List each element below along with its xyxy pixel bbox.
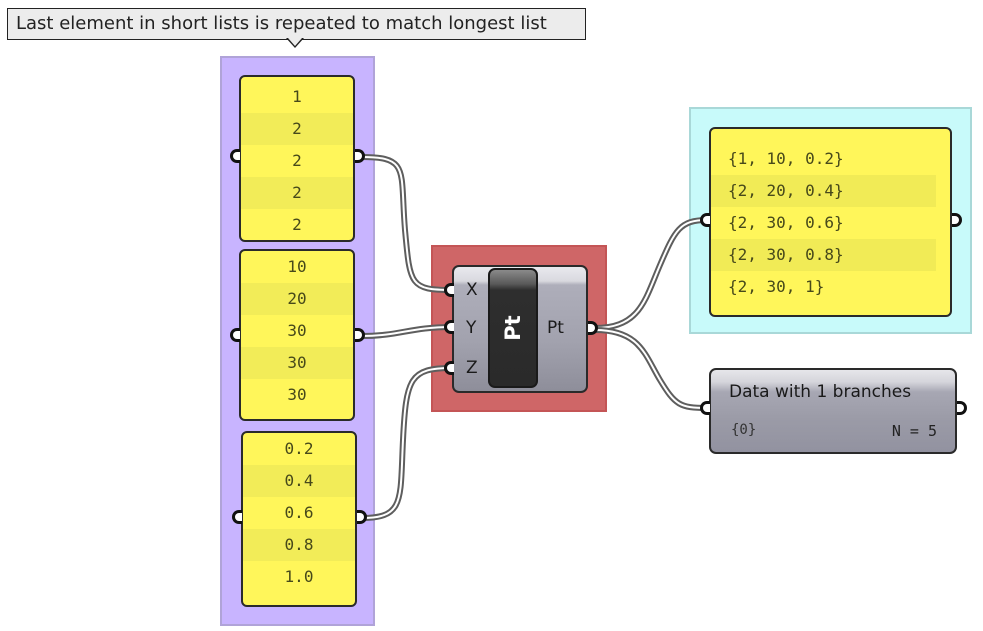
panel-row: 1 [292, 87, 302, 106]
z-values-panel[interactable]: 0.2 0.4 0.6 0.8 1.0 [241, 431, 357, 607]
wire-pt-to-panel[interactable] [592, 217, 710, 331]
panel-row: {2, 30, 0.8} [711, 239, 936, 271]
panel-row: 0.4 [243, 465, 355, 497]
y-panel-input-grip[interactable] [230, 328, 240, 342]
input-z-label[interactable]: Z [466, 358, 478, 378]
branch-path: {0} [731, 422, 757, 438]
input-y-grip[interactable] [444, 320, 454, 334]
wire-pt-to-viewer[interactable] [592, 327, 710, 411]
x-values-panel[interactable]: 1 2 2 2 2 [239, 75, 355, 242]
tooltip: Last element in short lists is repeated … [7, 8, 586, 40]
wire-y[interactable] [359, 324, 455, 339]
param-viewer-title: Data with 1 branches [729, 382, 912, 402]
panel-row: 2 [241, 177, 353, 209]
panel-row: 30 [287, 321, 307, 340]
param-viewer-input-grip[interactable] [700, 401, 710, 415]
param-viewer-output-grip[interactable] [957, 401, 967, 415]
tooltip-arrow-inner [288, 38, 302, 46]
panel-row: {2, 30, 0.6} [728, 213, 844, 232]
input-z-grip[interactable] [444, 361, 454, 375]
wire-z[interactable] [359, 365, 455, 521]
output-panel-input-grip[interactable] [700, 213, 710, 227]
panel-row: {2, 30, 1} [728, 277, 825, 296]
x-panel-input-grip[interactable] [230, 149, 240, 163]
panel-row: 30 [241, 347, 353, 379]
input-x-grip[interactable] [444, 283, 454, 297]
y-values-panel[interactable]: 10 20 30 30 30 [239, 249, 355, 421]
panel-row: 0.8 [243, 529, 355, 561]
component-name: Pt [501, 315, 525, 341]
branch-count: N = 5 [891, 422, 937, 440]
panel-row: {2, 20, 0.4} [711, 175, 936, 207]
panel-row: {1, 10, 0.2} [728, 149, 844, 168]
component-name-block[interactable]: Pt [488, 268, 538, 388]
panel-row: 0.2 [284, 439, 314, 458]
input-x-label[interactable]: X [466, 280, 478, 300]
points-output-panel[interactable]: {1, 10, 0.2} {2, 20, 0.4} {2, 30, 0.6} {… [709, 127, 952, 317]
input-y-label[interactable]: Y [466, 318, 477, 338]
param-viewer[interactable]: Data with 1 branches {0} N = 5 [709, 368, 957, 454]
panel-row: 1.0 [284, 567, 314, 586]
z-panel-input-grip[interactable] [232, 510, 242, 524]
panel-row: 20 [241, 283, 353, 315]
output-panel-output-grip[interactable] [952, 213, 962, 227]
output-pt-grip[interactable] [588, 321, 598, 335]
panel-row: 2 [241, 113, 353, 145]
panel-row: 0.6 [284, 503, 314, 522]
panel-row: 30 [287, 385, 307, 404]
output-pt-label[interactable]: Pt [547, 318, 564, 338]
x-panel-output-grip[interactable] [355, 149, 365, 163]
panel-row: 2 [292, 151, 302, 170]
z-panel-output-grip[interactable] [357, 510, 367, 524]
panel-row: 10 [287, 257, 307, 276]
y-panel-output-grip[interactable] [355, 328, 365, 342]
wire-x[interactable] [359, 154, 455, 293]
panel-row: 2 [292, 215, 302, 234]
